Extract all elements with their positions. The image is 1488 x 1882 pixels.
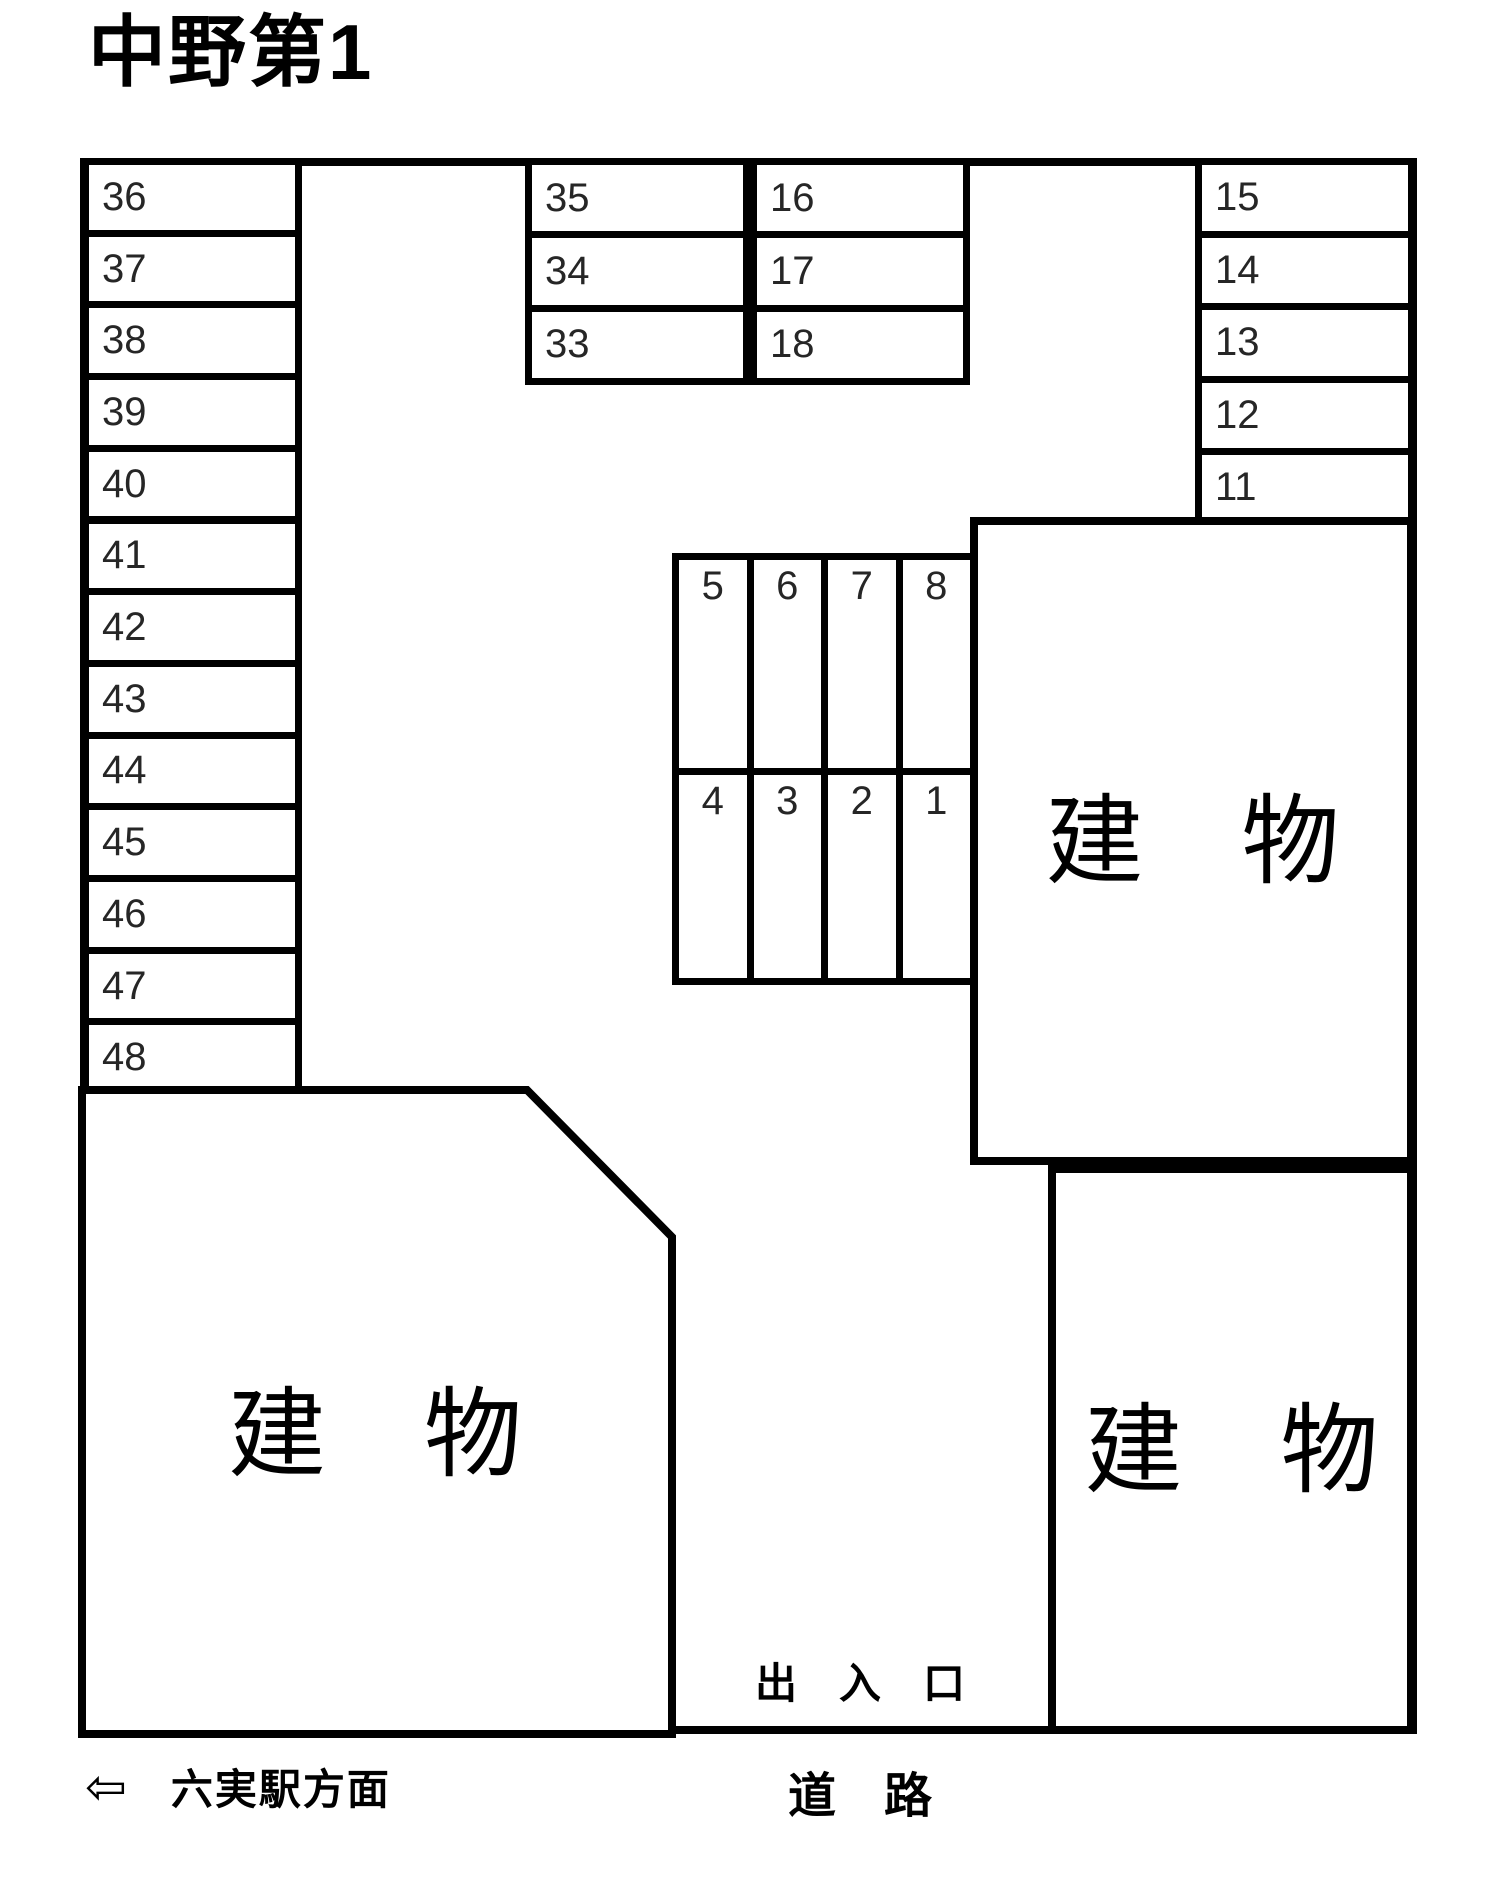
parking-space-number: 4 bbox=[701, 779, 724, 823]
parking-space-43: 43 bbox=[82, 659, 302, 739]
parking-space-number: 1 bbox=[925, 779, 948, 823]
building-bottom-left: 建 物 bbox=[160, 1378, 590, 1490]
parking-space-number: 39 bbox=[102, 389, 147, 434]
parking-space-number: 3 bbox=[776, 779, 799, 823]
parking-space-15: 15 bbox=[1195, 158, 1415, 238]
building-bottom-left-label: 建 物 bbox=[227, 1379, 522, 1489]
parking-space-40: 40 bbox=[82, 444, 302, 524]
parking-space-number: 7 bbox=[850, 564, 873, 608]
parking-space-number: 18 bbox=[770, 322, 815, 367]
parking-space-11: 11 bbox=[1195, 448, 1415, 528]
parking-space-3: 3 bbox=[746, 768, 828, 985]
parking-space-47: 47 bbox=[82, 946, 302, 1026]
parking-space-number: 17 bbox=[770, 248, 815, 293]
entrance-label: 出 入 口 bbox=[754, 1659, 965, 1707]
parking-space-18: 18 bbox=[750, 304, 970, 385]
parking-space-number: 15 bbox=[1215, 175, 1260, 220]
parking-space-number: 42 bbox=[102, 605, 147, 650]
parking-space-number: 37 bbox=[102, 246, 147, 291]
parking-space-12: 12 bbox=[1195, 375, 1415, 455]
parking-space-number: 6 bbox=[776, 564, 799, 608]
parking-space-number: 16 bbox=[770, 175, 815, 220]
parking-space-4: 4 bbox=[672, 768, 754, 985]
parking-space-46: 46 bbox=[82, 875, 302, 954]
parking-space-33: 33 bbox=[525, 304, 750, 385]
parking-space-7: 7 bbox=[821, 553, 903, 775]
parking-space-17: 17 bbox=[750, 231, 970, 312]
parking-space-44: 44 bbox=[82, 731, 302, 811]
parking-space-number: 12 bbox=[1215, 392, 1260, 437]
parking-space-41: 41 bbox=[82, 516, 302, 596]
parking-space-number: 13 bbox=[1215, 320, 1260, 365]
parking-space-13: 13 bbox=[1195, 303, 1415, 383]
parking-space-number: 34 bbox=[545, 248, 590, 293]
parking-space-number: 33 bbox=[545, 322, 590, 367]
parking-space-16: 16 bbox=[750, 158, 970, 239]
road-label: 道 路 bbox=[787, 1770, 932, 1823]
parking-space-number: 14 bbox=[1215, 247, 1260, 292]
parking-space-34: 34 bbox=[525, 231, 750, 312]
left-arrow-icon: ⇦ bbox=[85, 1758, 127, 1815]
parking-space-number: 5 bbox=[701, 564, 724, 608]
parking-space-number: 47 bbox=[102, 963, 147, 1008]
parking-space-number: 2 bbox=[850, 779, 873, 823]
parking-space-number: 38 bbox=[102, 318, 147, 363]
building-bottom-right: 建 物 bbox=[1048, 1165, 1415, 1734]
page-title: 中野第1 bbox=[88, 8, 374, 96]
parking-space-1: 1 bbox=[895, 768, 977, 985]
parking-space-number: 48 bbox=[102, 1035, 147, 1080]
parking-space-2: 2 bbox=[821, 768, 903, 985]
building-right-label: 建 物 bbox=[1045, 786, 1340, 896]
station-direction-label: 六実駅方面 bbox=[170, 1766, 391, 1813]
building-bottom-left-outline bbox=[78, 1086, 676, 1738]
parking-space-38: 38 bbox=[82, 301, 302, 381]
parking-space-6: 6 bbox=[746, 553, 828, 775]
parking-space-8: 8 bbox=[895, 553, 977, 775]
parking-space-number: 36 bbox=[102, 174, 147, 219]
parking-space-number: 11 bbox=[1215, 465, 1257, 510]
parking-space-number: 35 bbox=[545, 175, 590, 220]
parking-space-number: 40 bbox=[102, 461, 147, 506]
parking-space-35: 35 bbox=[525, 158, 750, 239]
station-direction: ⇦ 六実駅方面 bbox=[85, 1756, 391, 1817]
parking-space-36: 36 bbox=[82, 158, 302, 237]
parking-space-45: 45 bbox=[82, 803, 302, 882]
parking-space-number: 8 bbox=[925, 564, 948, 608]
parking-space-5: 5 bbox=[672, 553, 754, 775]
parking-space-number: 46 bbox=[102, 891, 147, 936]
parking-space-37: 37 bbox=[82, 229, 302, 309]
building-right: 建 物 bbox=[970, 517, 1415, 1165]
parking-space-number: 45 bbox=[102, 820, 147, 865]
parking-space-39: 39 bbox=[82, 373, 302, 452]
parking-space-number: 41 bbox=[102, 533, 147, 578]
parking-space-42: 42 bbox=[82, 588, 302, 667]
building-bottom-right-label: 建 物 bbox=[1084, 1394, 1379, 1505]
parking-space-number: 44 bbox=[102, 748, 147, 793]
parking-space-14: 14 bbox=[1195, 230, 1415, 310]
parking-space-number: 43 bbox=[102, 676, 147, 721]
